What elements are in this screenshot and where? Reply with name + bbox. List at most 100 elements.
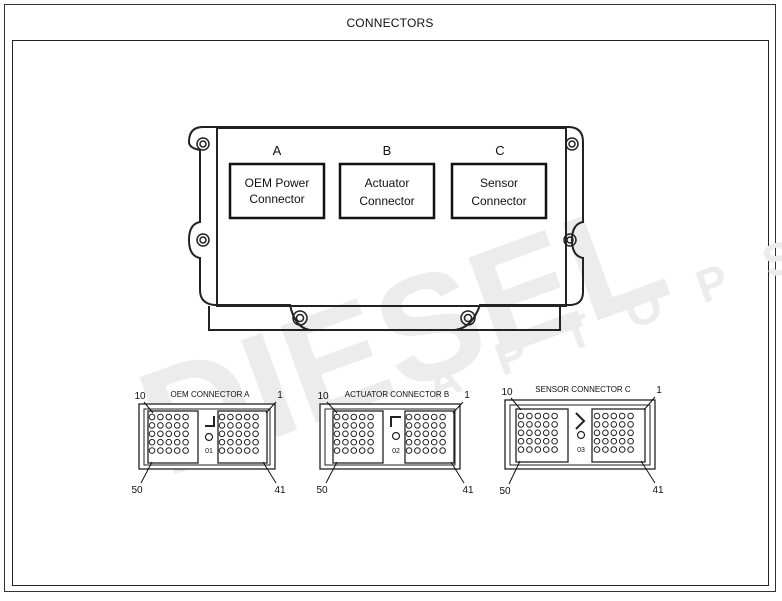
connector-c-right-pins (593, 412, 634, 453)
connector-a-right-block (217, 410, 268, 464)
pin (593, 412, 601, 420)
ecm-module (187, 126, 584, 331)
pin (218, 430, 226, 438)
pin (157, 413, 164, 421)
pin (542, 429, 550, 437)
pin (618, 429, 626, 437)
pin (405, 422, 413, 429)
ecm-box-c-line2: Connector (471, 194, 526, 208)
pin (610, 446, 618, 453)
connector-b-left-pins (333, 413, 374, 454)
pin (593, 437, 601, 445)
pin (422, 413, 430, 421)
pin (235, 413, 243, 421)
ecm-letter-a: A (273, 143, 282, 158)
pin (342, 422, 349, 429)
pin (182, 413, 189, 421)
pin (422, 422, 430, 429)
connector-a-leader-41 (262, 461, 277, 484)
pin (414, 447, 421, 454)
pin (157, 422, 164, 429)
page-frame: CONNECTORS (4, 4, 776, 592)
pin (333, 422, 341, 429)
pin (602, 421, 609, 428)
connector-c-left-block (515, 408, 569, 463)
pin (218, 438, 226, 446)
pin (358, 413, 366, 421)
pin (414, 422, 421, 429)
pin (618, 421, 626, 428)
pin (252, 422, 259, 429)
pin (534, 446, 542, 453)
pin (227, 447, 234, 454)
ecm-box-a-line1: OEM Power (245, 176, 310, 190)
connector-a-key-icon (205, 416, 215, 427)
connector-b: ACTUATOR CONNECTOR B 02 10 1 50 41 (316, 390, 474, 496)
pin (333, 430, 341, 438)
connector-b-inner (324, 408, 456, 466)
pin (430, 422, 438, 429)
pin (148, 413, 156, 421)
pin (157, 447, 164, 454)
connector-c-leader-10 (510, 397, 522, 411)
connector-b-leader-1 (452, 401, 464, 414)
pin (165, 438, 173, 446)
pin (542, 437, 550, 445)
mounting-holes (196, 137, 579, 326)
connector-b-pin-1: 1 (464, 390, 470, 401)
pin (252, 430, 259, 438)
connector-c-leader-41 (640, 460, 656, 484)
pin (165, 430, 173, 438)
pin (593, 429, 601, 437)
pin (405, 438, 413, 446)
pin (367, 438, 374, 446)
ecm-box-b-line2: Connector (359, 194, 414, 208)
pin (165, 413, 173, 421)
connector-a-left-pins (148, 413, 189, 454)
pin (218, 422, 226, 429)
connector-b-housing (319, 403, 461, 470)
connector-b-pin-41: 41 (462, 485, 474, 496)
page-title: CONNECTORS (346, 15, 434, 30)
pin (367, 447, 374, 454)
connector-b-leader-41 (450, 461, 465, 484)
pin (148, 430, 156, 438)
pin (358, 422, 366, 429)
pin (422, 447, 430, 454)
pin (439, 422, 446, 429)
pin (618, 446, 626, 453)
pin (243, 430, 251, 438)
pin (342, 438, 349, 446)
pin (517, 412, 525, 420)
pin (165, 447, 173, 454)
connector-a-pin-41: 41 (274, 485, 286, 496)
pin (182, 422, 189, 429)
pin (165, 422, 173, 429)
pin (627, 412, 634, 420)
pin (148, 422, 156, 429)
pin (430, 438, 438, 446)
pin (610, 412, 618, 420)
pin (526, 421, 533, 428)
connector-a-leader-1 (265, 401, 277, 414)
pin (367, 422, 374, 429)
pin (551, 412, 558, 420)
pin (593, 421, 601, 428)
pin (173, 422, 181, 429)
ecm-tab (208, 306, 561, 331)
connector-a-inner (143, 408, 271, 466)
pin (350, 413, 358, 421)
pin (182, 447, 189, 454)
connector-a-right-pins (218, 413, 259, 454)
pin (333, 438, 341, 446)
pin (618, 437, 626, 445)
pin (542, 421, 550, 428)
connector-c-left-pins (517, 412, 558, 453)
connector-b-leader-50 (325, 461, 338, 484)
pin (439, 447, 446, 454)
pin (350, 422, 358, 429)
pin (430, 413, 438, 421)
pin (342, 413, 349, 421)
pin (333, 413, 341, 421)
pin (526, 412, 533, 420)
